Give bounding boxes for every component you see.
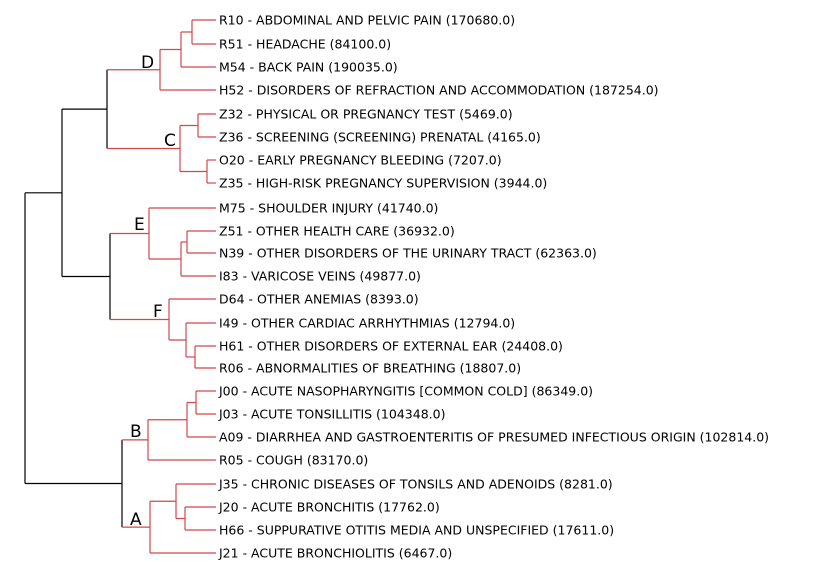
leaf-label-z51: Z51 - OTHER HEALTH CARE (36932.0) (219, 224, 455, 239)
leaf-label-h61: H61 - OTHER DISORDERS OF EXTERNAL EAR (2… (219, 339, 563, 354)
leaf-label-n39: N39 - OTHER DISORDERS OF THE URINARY TRA… (219, 246, 597, 261)
leaf-label-z32: Z32 - PHYSICAL OR PREGNANCY TEST (5469.0… (219, 107, 513, 122)
leaf-label-a09: A09 - DIARRHEA AND GASTROENTERITIS OF PR… (219, 430, 769, 445)
leaf-label-h52: H52 - DISORDERS OF REFRACTION AND ACCOMM… (219, 83, 659, 98)
leaf-label-m54: M54 - BACK PAIN (190035.0) (219, 60, 398, 75)
leaf-label-r06: R06 - ABNORMALITIES OF BREATHING (18807.… (219, 361, 521, 376)
leaf-label-j00: J00 - ACUTE NASOPHARYNGITIS [COMMON COLD… (218, 384, 593, 399)
leaf-label-z35: Z35 - HIGH-RISK PREGNANCY SUPERVISION (3… (219, 176, 547, 191)
cluster-label-c: C (164, 131, 176, 151)
leaf-label-j20: J20 - ACUTE BRONCHITIS (17762.0) (218, 500, 440, 515)
cluster-label-a: A (130, 510, 142, 530)
cluster-label-d: D (141, 53, 154, 73)
leaf-label-i83: I83 - VARICOSE VEINS (49877.0) (219, 269, 421, 284)
leaf-label-j35: J35 - CHRONIC DISEASES OF TONSILS AND AD… (218, 477, 613, 492)
cluster-label-f: F (153, 302, 163, 322)
leaf-label-r51: R51 - HEADACHE (84100.0) (219, 37, 391, 52)
leaf-label-d64: D64 - OTHER ANEMIAS (8393.0) (219, 292, 419, 307)
leaf-label-i49: I49 - OTHER CARDIAC ARRHYTHMIAS (12794.0… (219, 316, 515, 331)
leaf-label-h66: H66 - SUPPURATIVE OTITIS MEDIA AND UNSPE… (219, 523, 614, 538)
leaf-label-j03: J03 - ACUTE TONSILLITIS (104348.0) (218, 407, 445, 422)
dendrogram-branches (24, 19, 216, 554)
leaf-label-z36: Z36 - SCREENING (SCREENING) PRENATAL (41… (219, 130, 541, 145)
leaf-label-r05: R05 - COUGH (83170.0) (219, 453, 368, 468)
leaf-label-j21: J21 - ACUTE BRONCHIOLITIS (6467.0) (218, 546, 452, 561)
leaf-label-o20: O20 - EARLY PREGNANCY BLEEDING (7207.0) (219, 153, 502, 168)
cluster-labels: D C E F B A (130, 53, 176, 530)
leaf-label-r10: R10 - ABDOMINAL AND PELVIC PAIN (170680.… (219, 13, 515, 28)
leaf-labels: R10 - ABDOMINAL AND PELVIC PAIN (170680.… (218, 13, 769, 561)
cluster-label-b: B (130, 422, 142, 442)
cluster-label-e: E (134, 215, 145, 235)
leaf-label-m75: M75 - SHOULDER INJURY (41740.0) (219, 201, 438, 216)
